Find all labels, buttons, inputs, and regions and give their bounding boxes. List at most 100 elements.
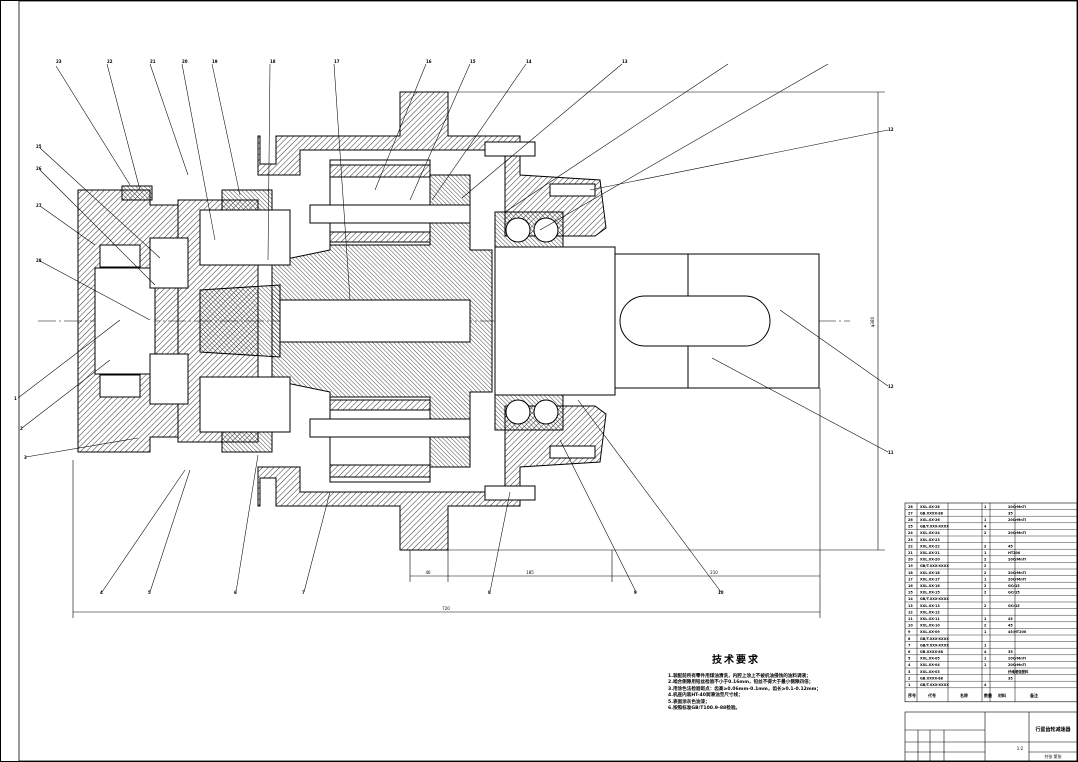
- parts-cell: 20CrMnTi: [1008, 505, 1026, 509]
- title-block: [904, 711, 1078, 762]
- parts-cell: 10: [908, 624, 913, 628]
- leader-number-19: 19: [212, 59, 218, 64]
- title-block-sheet: 共张 第张: [1044, 753, 1061, 759]
- leader-number-8: 8: [488, 590, 491, 595]
- leader-number-12: 12: [888, 127, 894, 132]
- leader-number-5: 5: [148, 590, 151, 595]
- parts-cell: 14: [908, 597, 913, 601]
- leader-number-1: 1: [14, 396, 17, 401]
- leader-number-7: 7: [302, 590, 305, 595]
- leader-number-6: 6: [234, 590, 237, 595]
- parts-cell: 45: [1008, 624, 1013, 628]
- parts-cell: 6: [908, 650, 911, 654]
- leader-number-27: 27: [36, 203, 42, 208]
- parts-cell: 2: [984, 571, 987, 575]
- parts-cell: 1: [908, 683, 911, 687]
- parts-cell: 2: [908, 676, 911, 680]
- parts-cell: XXL.XX-24: [920, 531, 940, 535]
- leader-number-15: 15: [470, 59, 476, 64]
- parts-cell: 2: [984, 584, 987, 588]
- parts-cell: 18: [908, 571, 913, 575]
- parts-row: 19 GB/T.XXX-XXXX 2: [908, 564, 987, 568]
- leader-number-16: 16: [426, 59, 432, 64]
- parts-cell: 20CrMnTi: [1008, 657, 1026, 661]
- parts-cell: GB.XXXX-88: [920, 650, 944, 654]
- parts-cell: XXL.XX-09: [920, 630, 940, 634]
- parts-cell: 22: [908, 544, 913, 548]
- parts-cell: XXL.XX-10: [920, 624, 940, 628]
- parts-cell: GB/T.XXX-XXXX: [920, 525, 949, 529]
- leader-number-11: 11: [888, 450, 894, 455]
- parts-cell: XXL.XX-13: [920, 604, 940, 608]
- parts-cell: 28: [908, 505, 913, 509]
- leader-number-18: 18: [270, 59, 276, 64]
- parts-cell: 9: [908, 630, 911, 634]
- leader-number-12: 12: [888, 384, 894, 389]
- parts-header: 代号: [927, 692, 936, 698]
- dim-shaft-length: 210: [710, 570, 718, 575]
- parts-cell: 35: [1008, 650, 1013, 654]
- parts-cell: 2: [984, 564, 987, 568]
- requirement-3: 3.用涂色法检验斑点：齿高≥0.06mm-0.1mm，齿长≥0.1-0.12mm…: [668, 686, 822, 692]
- leader-number-23: 23: [56, 59, 62, 64]
- leader-number-28: 28: [36, 258, 42, 263]
- parts-cell: 16: [908, 584, 913, 588]
- parts-cell: XXL.XX-20: [920, 558, 940, 562]
- leader-number-25: 25: [36, 144, 42, 149]
- parts-cell: 20CrMnTi: [1008, 531, 1026, 535]
- parts-cell: 19: [908, 564, 913, 568]
- parts-cell: 2: [984, 544, 987, 548]
- parts-cell: XXL.XX-04: [920, 663, 940, 667]
- parts-header: 材料: [997, 692, 1006, 698]
- parts-cell: XXL.XX-21: [920, 551, 940, 555]
- requirement-4: 4.机座内装HT-40润滑油至尺寸线；: [668, 693, 743, 699]
- parts-cell: XXL.XX-15: [920, 591, 940, 595]
- parts-header: 备注: [1029, 692, 1038, 698]
- parts-cell: XXL.XX-11: [920, 617, 940, 621]
- parts-header: 数量: [983, 692, 992, 698]
- dimension-labels: 46 185 210 720 φ380: [425, 316, 875, 611]
- leader-number-2: 2: [20, 426, 23, 431]
- parts-cell: 20CrMnTi: [1008, 577, 1026, 581]
- parts-cell: 21: [908, 551, 913, 555]
- parts-cell: 1: [984, 663, 987, 667]
- parts-cell: 2: [984, 624, 987, 628]
- parts-cell: 20CrMnTi: [1008, 518, 1026, 522]
- parts-cell: 4: [984, 683, 987, 687]
- parts-cell: XXL.XX-16: [920, 584, 940, 588]
- parts-cell: XXL.XX-23: [920, 538, 940, 542]
- parts-cell: GCr15: [1008, 604, 1020, 608]
- parts-cell: GB/T.XXX-XXXX: [920, 564, 949, 568]
- requirement-5: 5.表面涂灰色油漆；: [668, 699, 710, 705]
- parts-cell: 2: [984, 591, 987, 595]
- parts-cell: 2: [984, 604, 987, 608]
- leader-number-17: 17: [334, 59, 340, 64]
- leader-number-14: 14: [526, 59, 532, 64]
- title-block-name: 行星齿轮减速器: [1034, 726, 1071, 733]
- parts-header: 名称: [960, 692, 968, 698]
- parts-cell: 7: [908, 643, 911, 647]
- parts-cell: XXL.XX-05: [920, 657, 940, 661]
- parts-cell: 20: [908, 558, 913, 562]
- requirement-1: 1.装配前所有零件用煤油清洗，内腔上涂上不被机油侵蚀的油料调液；: [668, 674, 811, 679]
- parts-cell: 12: [908, 610, 913, 614]
- parts-cell: 4: [984, 650, 987, 654]
- leader-number-9: 9: [634, 590, 637, 595]
- parts-cell: 26: [908, 518, 913, 522]
